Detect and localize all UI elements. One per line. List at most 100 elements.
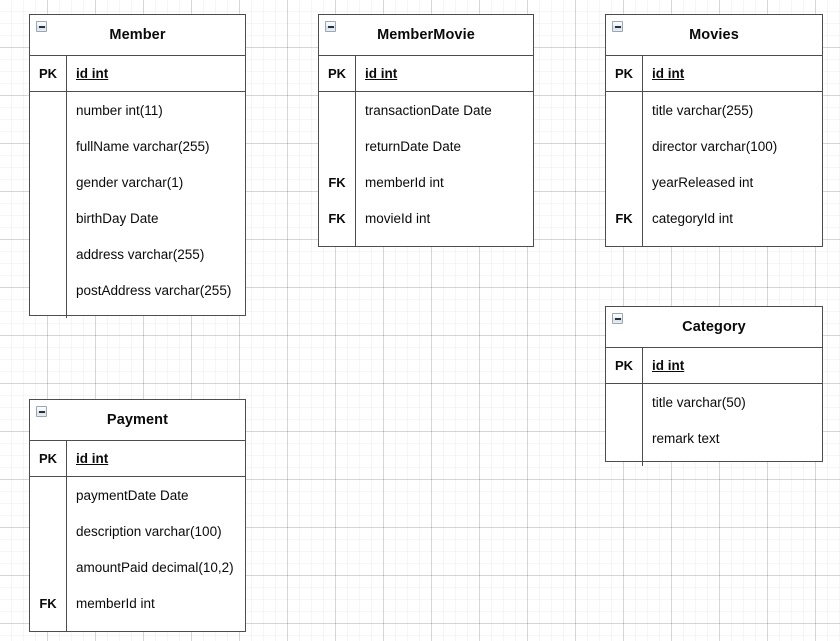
attribute-row[interactable]: birthDay Date bbox=[30, 200, 245, 236]
key-constraint-label bbox=[30, 128, 67, 164]
key-column-spacer bbox=[606, 236, 643, 246]
attribute-label: remark text bbox=[652, 430, 720, 446]
entity-title-bar[interactable]: Category bbox=[606, 307, 822, 348]
attribute-row[interactable]: FK memberId int bbox=[319, 164, 533, 200]
key-constraint-label: PK bbox=[606, 348, 643, 383]
entity-name-label: MemberMovie bbox=[377, 27, 475, 43]
key-constraint-label bbox=[606, 92, 643, 128]
attribute-label: id int bbox=[76, 66, 109, 81]
primary-key-row[interactable]: PK id int bbox=[606, 348, 822, 384]
entity-name-label: Member bbox=[109, 27, 166, 43]
attribute-row[interactable]: fullName varchar(255) bbox=[30, 128, 245, 164]
entity-title-bar[interactable]: Member bbox=[30, 15, 245, 56]
key-constraint-label bbox=[30, 92, 67, 128]
key-constraint-label bbox=[30, 200, 67, 236]
minus-square-icon[interactable] bbox=[36, 21, 47, 32]
attribute-row[interactable]: yearReleased int bbox=[606, 164, 822, 200]
key-constraint-label: FK bbox=[30, 585, 67, 621]
entity-column-list: PK id int title varchar(50) remark text bbox=[606, 348, 822, 466]
attribute-column-spacer bbox=[643, 456, 822, 466]
attribute-row[interactable]: returnDate Date bbox=[319, 128, 533, 164]
attribute-label: paymentDate Date bbox=[76, 487, 189, 503]
key-constraint-label bbox=[30, 236, 67, 272]
entity-title-bar[interactable]: Movies bbox=[606, 15, 822, 56]
attribute-row[interactable]: transactionDate Date bbox=[319, 92, 533, 128]
attribute-label: id int bbox=[652, 66, 685, 81]
entity-title-bar[interactable]: Payment bbox=[30, 400, 245, 441]
attribute-row[interactable]: FK movieId int bbox=[319, 200, 533, 236]
attribute-label: amountPaid decimal(10,2) bbox=[76, 559, 234, 575]
key-constraint-label: PK bbox=[606, 56, 643, 91]
attribute-row[interactable]: amountPaid decimal(10,2) bbox=[30, 549, 245, 585]
attribute-row[interactable]: title varchar(50) bbox=[606, 384, 822, 420]
attribute-column-spacer bbox=[356, 236, 533, 246]
entity-column-list: PK id int number int(11) fullName varchar(2… bbox=[30, 56, 245, 318]
attribute-label: id int bbox=[76, 451, 109, 466]
attribute-label: address varchar(255) bbox=[76, 246, 205, 262]
attribute-row[interactable]: FK memberId int bbox=[30, 585, 245, 621]
entity-name-label: Movies bbox=[689, 27, 739, 43]
attribute-row[interactable]: paymentDate Date bbox=[30, 477, 245, 513]
key-constraint-label bbox=[30, 272, 67, 308]
key-constraint-label: FK bbox=[319, 164, 356, 200]
attribute-label: id int bbox=[652, 358, 685, 373]
attribute-label: fullName varchar(255) bbox=[76, 138, 210, 154]
attribute-row[interactable]: description varchar(100) bbox=[30, 513, 245, 549]
entity-bottom-padding bbox=[30, 308, 245, 318]
primary-key-row[interactable]: PK id int bbox=[319, 56, 533, 92]
primary-key-row[interactable]: PK id int bbox=[30, 56, 245, 92]
minus-square-icon[interactable] bbox=[36, 406, 47, 417]
entity-bottom-padding bbox=[319, 236, 533, 246]
key-constraint-label bbox=[606, 128, 643, 164]
attribute-row[interactable]: gender varchar(1) bbox=[30, 164, 245, 200]
attribute-label: title varchar(50) bbox=[652, 394, 746, 410]
entity-title-bar[interactable]: MemberMovie bbox=[319, 15, 533, 56]
attribute-label: title varchar(255) bbox=[652, 102, 754, 118]
key-column-spacer bbox=[319, 236, 356, 246]
entity-bottom-padding bbox=[30, 621, 245, 631]
key-constraint-label: FK bbox=[606, 200, 643, 236]
entity-name-label: Payment bbox=[106, 412, 169, 428]
attribute-column-spacer bbox=[67, 621, 245, 631]
attribute-row[interactable]: director varchar(100) bbox=[606, 128, 822, 164]
entity-bottom-padding bbox=[606, 236, 822, 246]
key-constraint-label: FK bbox=[319, 200, 356, 236]
attribute-column-spacer bbox=[67, 308, 245, 318]
attribute-row[interactable]: title varchar(255) bbox=[606, 92, 822, 128]
entity-column-list: PK id int transactionDate Date returnDate D… bbox=[319, 56, 533, 246]
attribute-row[interactable]: remark text bbox=[606, 420, 822, 456]
minus-square-icon[interactable] bbox=[612, 313, 623, 324]
attribute-row[interactable]: address varchar(255) bbox=[30, 236, 245, 272]
key-constraint-label bbox=[30, 549, 67, 585]
key-constraint-label: PK bbox=[30, 56, 67, 91]
attribute-label: director varchar(100) bbox=[652, 138, 778, 154]
key-column-spacer bbox=[30, 308, 67, 318]
attribute-row[interactable]: postAddress varchar(255) bbox=[30, 272, 245, 308]
primary-key-row[interactable]: PK id int bbox=[606, 56, 822, 92]
key-constraint-label bbox=[30, 477, 67, 513]
minus-square-icon[interactable] bbox=[612, 21, 623, 32]
key-column-spacer bbox=[30, 621, 67, 631]
attribute-label: transactionDate Date bbox=[365, 102, 492, 118]
attribute-label: id int bbox=[365, 66, 398, 81]
attribute-column-spacer bbox=[643, 236, 822, 246]
attribute-label: movieId int bbox=[365, 210, 431, 226]
attribute-label: number int(11) bbox=[76, 102, 163, 118]
attribute-label: description varchar(100) bbox=[76, 523, 222, 539]
entity-name-label: Category bbox=[682, 319, 746, 335]
attribute-label: memberId int bbox=[76, 595, 155, 611]
attribute-label: returnDate Date bbox=[365, 138, 462, 154]
attribute-label: memberId int bbox=[365, 174, 444, 190]
key-constraint-label: PK bbox=[319, 56, 356, 91]
minus-square-icon[interactable] bbox=[325, 21, 336, 32]
attribute-row[interactable]: number int(11) bbox=[30, 92, 245, 128]
attribute-label: postAddress varchar(255) bbox=[76, 282, 232, 298]
